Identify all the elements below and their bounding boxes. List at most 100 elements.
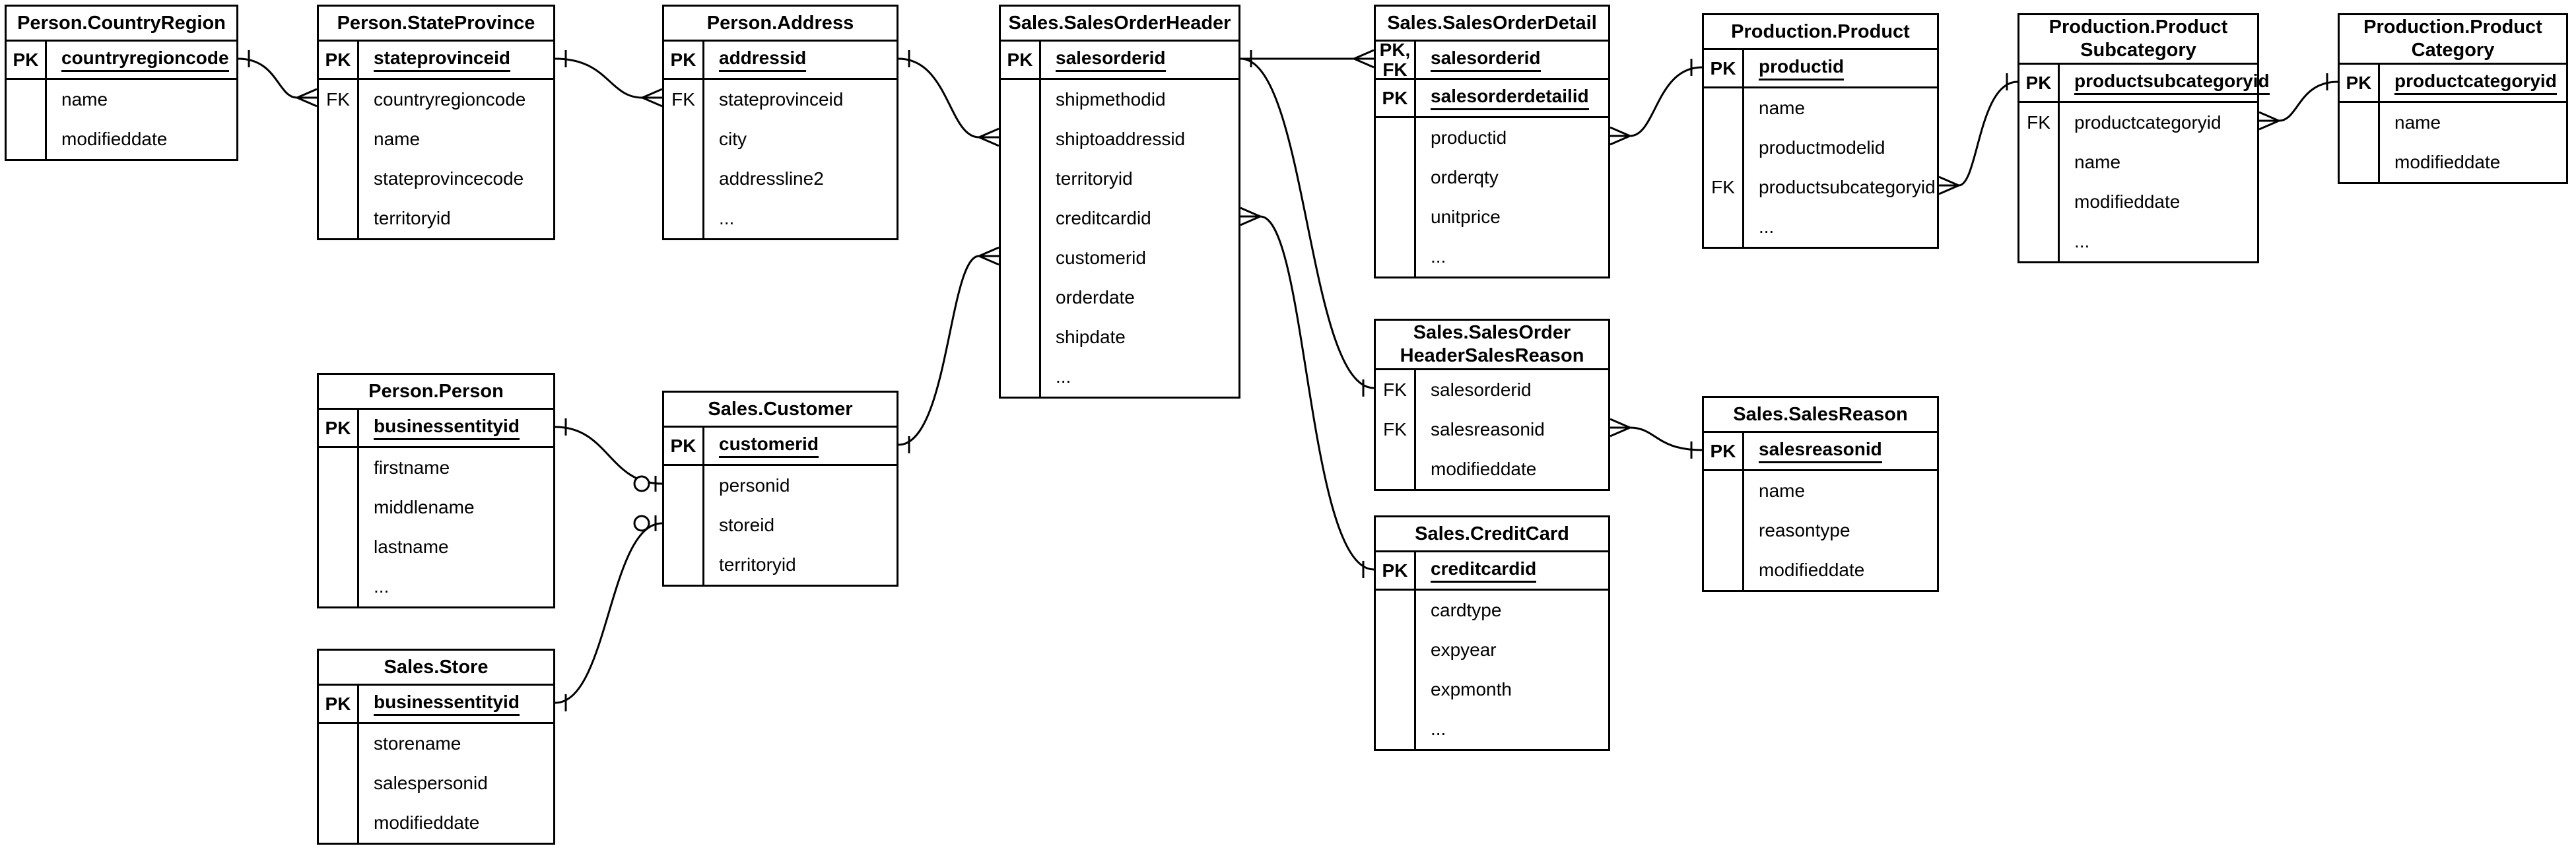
field-row-name[interactable]: name — [7, 80, 236, 119]
field-row-customerid[interactable]: customerid — [1001, 238, 1238, 278]
field-row-middlename[interactable]: middlename — [319, 488, 553, 527]
field-row-modifieddate[interactable]: modifieddate — [1704, 550, 1937, 590]
relationship-line-8[interactable] — [1240, 207, 1374, 578]
field-row-expyear[interactable]: expyear — [1376, 630, 1608, 670]
field-row-expmonth[interactable]: expmonth — [1376, 670, 1608, 709]
field-row-storeid[interactable]: storeid — [664, 505, 897, 545]
field-row-storename[interactable]: storename — [319, 724, 553, 764]
field-row-reasontype[interactable]: reasontype — [1704, 511, 1937, 550]
field-row-[interactable]: ... — [664, 199, 897, 238]
field-label: modifieddate — [61, 129, 168, 149]
key-label: FK — [671, 89, 695, 110]
field-row-[interactable]: ... — [319, 567, 553, 606]
relationship-line-3[interactable] — [1240, 49, 1374, 69]
field-row-addressline2[interactable]: addressline2 — [664, 159, 897, 199]
key-column-divider — [2378, 65, 2380, 182]
relationship-line-2[interactable] — [898, 50, 1000, 147]
field-row-creditcardid[interactable]: creditcardid — [1001, 199, 1238, 238]
field-row-orderqty[interactable]: orderqty — [1376, 158, 1608, 197]
entity-title: Sales.SalesOrderHeader — [1001, 7, 1238, 42]
field-row-modifieddate[interactable]: modifieddate — [2340, 143, 2566, 182]
field-row-name[interactable]: name — [1704, 88, 1937, 128]
field-row-city[interactable]: city — [664, 119, 897, 159]
field-row-shipdate[interactable]: shipdate — [1001, 317, 1238, 357]
field-row-productid[interactable]: productid — [1376, 118, 1608, 158]
field-row-name[interactable]: name — [2340, 103, 2566, 143]
relationship-line-1[interactable] — [555, 50, 663, 108]
field-row-modifieddate[interactable]: modifieddate — [2019, 182, 2257, 222]
relationship-line-10[interactable] — [1938, 73, 2018, 195]
field-row-name[interactable]: name — [319, 119, 553, 159]
field-label: name — [61, 89, 108, 110]
field-row-orderdate[interactable]: orderdate — [1001, 278, 1238, 317]
field-row-[interactable]: ... — [1376, 237, 1608, 277]
relationship-line-7[interactable] — [555, 515, 663, 711]
relationship-line-4[interactable] — [1240, 50, 1374, 397]
relationship-line-0[interactable] — [238, 50, 318, 108]
relationship-line-12[interactable] — [1610, 418, 1703, 459]
field-row-territoryid[interactable]: territoryid — [664, 545, 897, 585]
field-row-productmodelid[interactable]: productmodelid — [1704, 128, 1937, 168]
field-row-territoryid[interactable]: territoryid — [319, 199, 553, 238]
field-row-cardtype[interactable]: cardtype — [1376, 591, 1608, 630]
field-row-[interactable]: ... — [1376, 709, 1608, 749]
field-row-shipmethodid[interactable]: shipmethodid — [1001, 80, 1238, 119]
relationship-line-5[interactable] — [898, 246, 1000, 453]
field-row-shiptoaddressid[interactable]: shiptoaddressid — [1001, 119, 1238, 159]
relationship-line-6[interactable] — [555, 418, 663, 492]
field-row-[interactable]: ... — [1704, 207, 1937, 247]
field-row-modifieddate[interactable]: modifieddate — [1376, 449, 1608, 489]
field-label: name — [2074, 152, 2121, 172]
field-row-personid[interactable]: personid — [664, 466, 897, 505]
field-row-salespersonid[interactable]: salespersonid — [319, 764, 553, 803]
relationship-line-9[interactable] — [1610, 59, 1703, 146]
field-row-modifieddate[interactable]: modifieddate — [319, 803, 553, 843]
field-row-lastname[interactable]: lastname — [319, 527, 553, 567]
field-row-stateprovincecode[interactable]: stateprovincecode — [319, 159, 553, 199]
field-row-[interactable]: ... — [2019, 222, 2257, 261]
zero-circle-glyph — [633, 515, 650, 532]
field-row-name[interactable]: name — [1704, 471, 1937, 511]
relationship-line-11[interactable] — [2258, 73, 2338, 131]
field-row-territoryid[interactable]: territoryid — [1001, 159, 1238, 199]
field-row-firstname[interactable]: firstname — [319, 448, 553, 488]
field-row-[interactable]: ... — [1001, 357, 1238, 397]
field-row-unitprice[interactable]: unitprice — [1376, 197, 1608, 237]
field-row-modifieddate[interactable]: modifieddate — [7, 119, 236, 159]
field-row-name[interactable]: name — [2019, 143, 2257, 182]
